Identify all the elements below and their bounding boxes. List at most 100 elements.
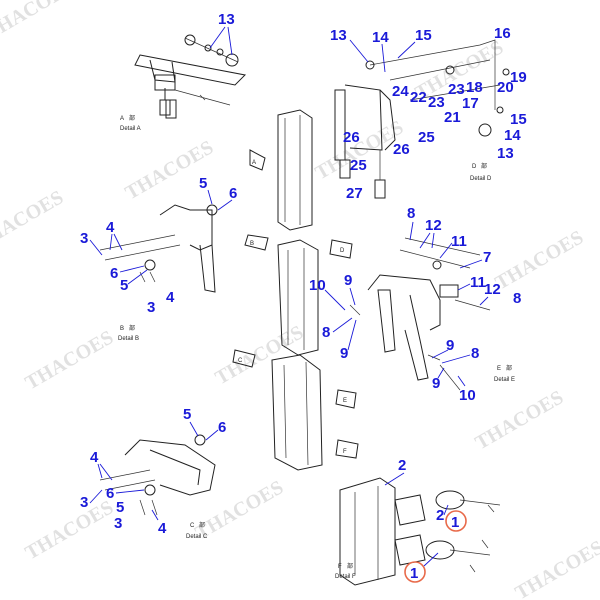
mast-assembly bbox=[232, 109, 359, 471]
detail-c-drawing bbox=[99, 434, 216, 516]
watermark: THACOES bbox=[122, 136, 218, 204]
callout-13: 13 bbox=[497, 145, 514, 162]
callout-25: 25 bbox=[418, 129, 435, 146]
view-mark-c: C bbox=[190, 523, 195, 529]
callout-17: 17 bbox=[462, 95, 479, 112]
callout-13: 13 bbox=[218, 11, 235, 28]
watermark: THACOES bbox=[512, 536, 600, 600]
view-mark-suffix: 部 bbox=[481, 162, 487, 170]
view-mark-b: B bbox=[250, 241, 254, 247]
callout-4: 4 bbox=[158, 520, 167, 537]
view-mark-c: C bbox=[238, 358, 243, 364]
watermark: THACOES bbox=[0, 0, 77, 44]
watermark: THACOES bbox=[0, 186, 67, 254]
callout-10: 10 bbox=[459, 387, 476, 404]
callout-19: 19 bbox=[510, 69, 527, 86]
callout-11: 11 bbox=[451, 233, 467, 250]
callout-6: 6 bbox=[229, 185, 237, 202]
callout-20: 20 bbox=[497, 79, 514, 96]
callout-26: 26 bbox=[393, 141, 410, 158]
callout-5: 5 bbox=[120, 277, 128, 294]
callout-18: 18 bbox=[466, 79, 483, 96]
callout-6: 6 bbox=[106, 485, 114, 502]
callout-10: 10 bbox=[309, 277, 326, 294]
callout-11: 11 bbox=[470, 274, 486, 291]
callout-8: 8 bbox=[471, 345, 479, 362]
callout-15: 15 bbox=[510, 111, 527, 128]
detail-b-drawing bbox=[99, 204, 218, 293]
callout-12: 12 bbox=[484, 281, 501, 298]
callout-22: 22 bbox=[410, 89, 427, 106]
callout-8: 8 bbox=[407, 205, 415, 222]
callout-12: 12 bbox=[425, 217, 442, 234]
detail-b-label: Detail B bbox=[118, 336, 139, 342]
detail-f-drawing bbox=[339, 477, 501, 586]
view-mark-e: E bbox=[343, 398, 347, 404]
watermark: THACOES bbox=[472, 386, 568, 454]
view-mark-suffix: 部 bbox=[199, 521, 205, 529]
callout-6: 6 bbox=[110, 265, 118, 282]
detail-c-label: Detail C bbox=[186, 534, 208, 540]
watermark: THACOES bbox=[22, 326, 118, 394]
callout-8: 8 bbox=[322, 324, 330, 341]
view-mark-suffix: 部 bbox=[129, 114, 135, 122]
callout-24: 24 bbox=[392, 83, 409, 100]
callout-3: 3 bbox=[80, 494, 88, 511]
view-mark-d: D bbox=[340, 248, 345, 254]
watermark: THACOES bbox=[492, 226, 588, 294]
callout-14: 14 bbox=[504, 127, 521, 144]
callout-15: 15 bbox=[415, 27, 432, 44]
callout-3: 3 bbox=[147, 299, 155, 316]
callout-6: 6 bbox=[218, 419, 226, 436]
callout-27: 27 bbox=[346, 185, 363, 202]
callout-4: 4 bbox=[106, 219, 115, 236]
watermark: THACOES bbox=[22, 496, 118, 564]
callout-2: 2 bbox=[398, 457, 406, 474]
callout-25: 25 bbox=[350, 157, 367, 174]
detail-e-drawing bbox=[349, 237, 491, 391]
callout-1: 1 bbox=[451, 514, 459, 531]
callout-26: 26 bbox=[343, 129, 360, 146]
callout-5: 5 bbox=[183, 406, 191, 423]
detail-a-drawing bbox=[134, 34, 247, 119]
callout-9: 9 bbox=[340, 345, 348, 362]
callout-23: 23 bbox=[448, 81, 465, 98]
view-mark-suffix: 部 bbox=[129, 324, 135, 332]
view-mark-a: A bbox=[120, 116, 124, 122]
callout-2: 2 bbox=[436, 507, 444, 524]
highlight-circle bbox=[404, 561, 426, 583]
callout-8: 8 bbox=[513, 290, 521, 307]
view-mark-f: F bbox=[343, 449, 347, 455]
detail-a-label: Detail A bbox=[120, 126, 141, 132]
watermark: THACOES bbox=[212, 321, 308, 389]
callout-7: 7 bbox=[483, 249, 491, 266]
view-mark-suffix: 部 bbox=[506, 364, 512, 372]
callout-1: 1 bbox=[410, 565, 418, 582]
callout-9: 9 bbox=[344, 272, 352, 289]
callout-3: 3 bbox=[114, 515, 122, 532]
callout-4: 4 bbox=[90, 449, 99, 466]
callout-21: 21 bbox=[444, 109, 461, 126]
callout-5: 5 bbox=[199, 175, 207, 192]
detail-f-label: Detail F bbox=[335, 574, 356, 580]
callout-14: 14 bbox=[372, 29, 389, 46]
view-mark-a: A bbox=[252, 160, 256, 166]
view-mark-f: F bbox=[338, 564, 342, 570]
callout-3: 3 bbox=[80, 230, 88, 247]
detail-d-label: Detail D bbox=[470, 176, 492, 182]
highlight-circle bbox=[445, 510, 467, 532]
view-mark-e: E bbox=[497, 366, 501, 372]
detail-d-drawing bbox=[334, 39, 510, 199]
detail-e-label: Detail E bbox=[494, 377, 515, 383]
callout-16: 16 bbox=[494, 25, 511, 42]
callout-9: 9 bbox=[432, 375, 440, 392]
callout-5: 5 bbox=[116, 499, 124, 516]
view-mark-d: D bbox=[472, 164, 477, 170]
callout-23: 23 bbox=[428, 94, 445, 111]
callout-4: 4 bbox=[166, 289, 175, 306]
view-mark-suffix: 部 bbox=[347, 562, 353, 570]
callout-9: 9 bbox=[446, 337, 454, 354]
callout-13: 13 bbox=[330, 27, 347, 44]
